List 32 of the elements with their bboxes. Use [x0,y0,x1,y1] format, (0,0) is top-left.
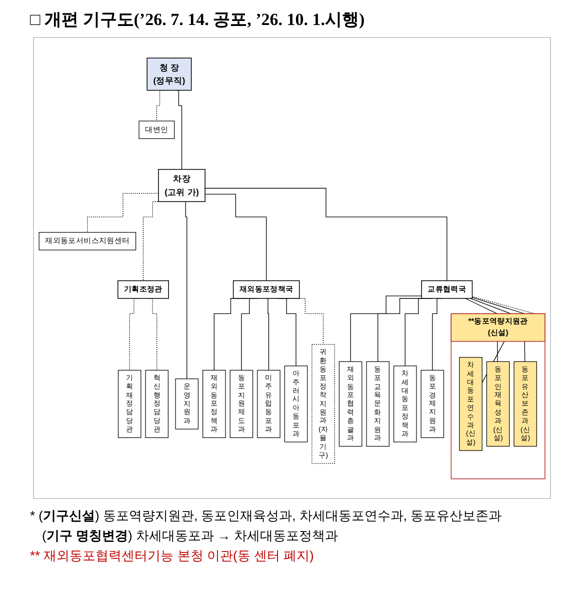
connector [266,298,270,370]
node-box [118,280,169,298]
node-box [257,369,280,438]
node-box [486,360,510,446]
node-box [230,369,254,438]
connector [204,188,448,281]
node-box [393,365,417,442]
node-box [145,369,168,438]
node-box [158,168,206,202]
node-box [175,378,199,429]
node-box [118,369,142,438]
connector [184,200,188,379]
footnote: ** 재외동포협력센터기능 본청 이관(동 센터 폐지) [30,547,314,565]
node-box [366,360,390,446]
connector [204,193,267,281]
diagram-title: □ 개편 기구도(’26. 7. 14. 공포, ’26. 10. 1.시행) [30,9,365,31]
node-box [202,369,226,438]
node-box [38,232,136,250]
node-box [312,344,335,464]
node-box [232,280,300,298]
connector [87,192,159,232]
node-box [459,356,482,450]
node-box [514,360,537,446]
node-box [338,360,362,446]
node-box [138,120,175,139]
footnote: (기구 명칭변경) 차세대동포과 → 차세대동포정책과 [42,527,338,545]
node-box [421,280,473,298]
node-box [420,369,444,438]
connector [350,295,422,362]
node-box [146,57,192,90]
node-box [284,365,308,442]
footnote: * (기구신설) 동포역량지원관, 동포인재육성과, 차세대동포연수과, 동포유산보존과 [30,507,502,525]
